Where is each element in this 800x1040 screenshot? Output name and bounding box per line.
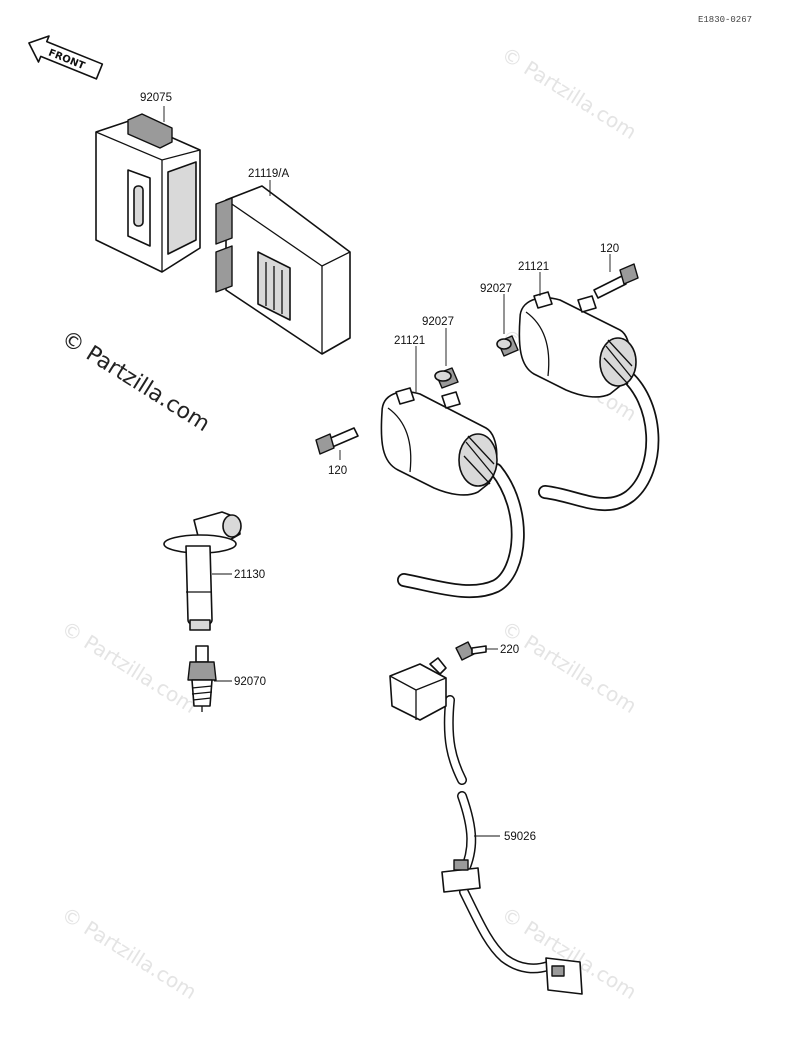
part-number-bolt-right[interactable]: 120 xyxy=(600,243,619,255)
watermark-text: © Partzilla.com xyxy=(57,616,201,718)
ic-igniter[interactable] xyxy=(215,185,351,355)
part-number-pickup-coil[interactable]: 59026 xyxy=(504,831,536,843)
damper-left[interactable] xyxy=(434,367,459,389)
part-number-damper-right[interactable]: 92027 xyxy=(480,283,512,295)
part-number-pickup-bolt[interactable]: 220 xyxy=(500,644,519,656)
watermark-text: © Partzilla.com xyxy=(497,616,641,718)
ic-igniter-cover[interactable] xyxy=(95,113,201,273)
spark-plug[interactable] xyxy=(187,645,217,712)
pickup-bolt[interactable] xyxy=(455,641,487,661)
part-number-spark-plug[interactable]: 92070 xyxy=(234,676,266,688)
part-number-ic-igniter[interactable]: 21119/A xyxy=(248,168,289,180)
part-number-coil-right[interactable]: 21121 xyxy=(518,261,549,273)
ignition-coil-left[interactable] xyxy=(380,387,525,599)
bolt-right[interactable] xyxy=(593,263,639,299)
front-arrow-icon: FRONT xyxy=(28,35,104,80)
watermark-text: © Partzilla.com xyxy=(497,42,641,144)
watermark-prominent: © Partzilla.com xyxy=(57,326,214,437)
ignition-coil-right[interactable] xyxy=(518,291,660,512)
bolt-left[interactable] xyxy=(315,427,359,455)
pickup-coil[interactable] xyxy=(389,657,583,995)
watermark-text: © Partzilla.com xyxy=(57,902,201,1004)
part-number-damper-left[interactable]: 92027 xyxy=(422,316,454,328)
spark-plug-cap[interactable] xyxy=(163,511,242,631)
diagram-code: E1830-0267 xyxy=(698,15,752,25)
part-number-ic-igniter-cover[interactable]: 92075 xyxy=(140,92,172,104)
damper-right[interactable] xyxy=(496,335,519,357)
part-number-spark-plug-cap[interactable]: 21130 xyxy=(234,569,265,581)
part-number-coil-left[interactable]: 21121 xyxy=(394,335,425,347)
part-number-bolt-left[interactable]: 120 xyxy=(328,465,347,477)
